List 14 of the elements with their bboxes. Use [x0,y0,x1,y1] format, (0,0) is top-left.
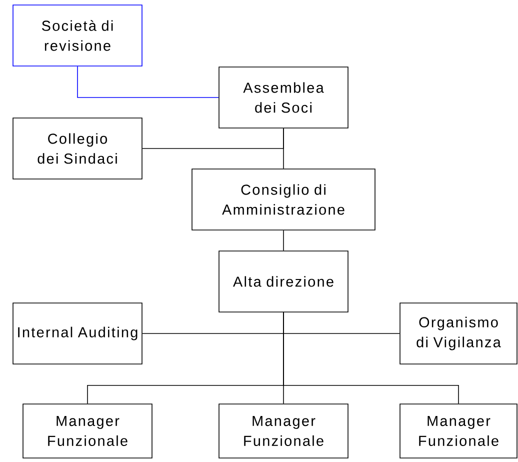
org-box: Società di revisione [12,4,142,66]
connector-line [283,230,284,251]
org-box: Assemblea dei Soci [218,66,348,128]
connector-line [77,66,219,98]
org-box: Internal Auditing [12,302,142,364]
org-box: Organismo di Vigilanza [400,302,518,364]
connector-line [283,312,459,404]
org-box: Collegio dei Sindaci [12,118,142,180]
org-box: Manager Funzionale [218,404,348,458]
org-box: Manager Funzionale [400,404,518,458]
org-box: Consiglio di Amministrazione [192,168,376,230]
org-box: Manager Funzionale [22,404,152,458]
connector-line [142,128,284,149]
org-box: Alta direzione [218,250,348,312]
